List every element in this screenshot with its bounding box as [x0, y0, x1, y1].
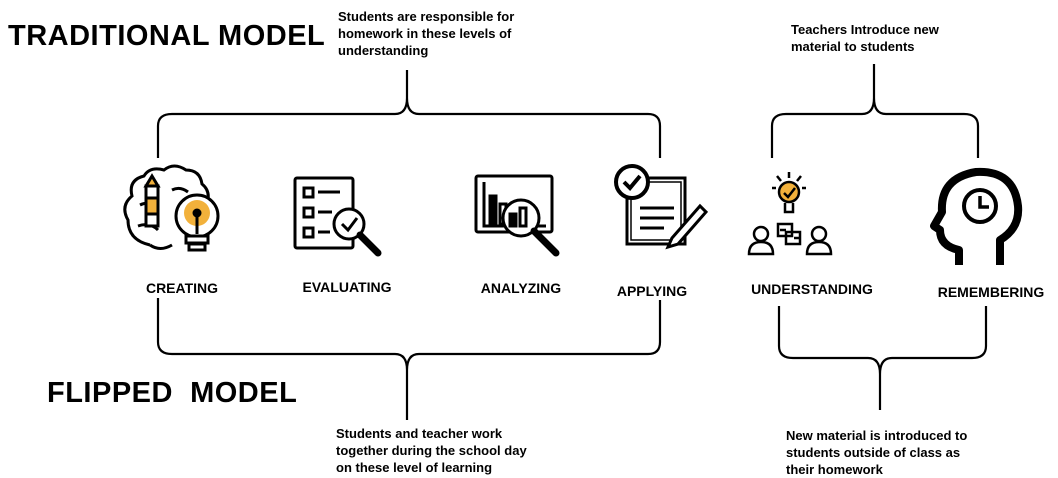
flipped-right-brace — [777, 306, 988, 410]
flipped-outside-note: New material is introduced to students o… — [786, 427, 967, 478]
traditional-right-brace — [770, 64, 980, 158]
note-line: New material is introduced to — [786, 428, 968, 443]
level-creating: CREATING — [145, 280, 219, 296]
note-line: Students are responsible for — [338, 9, 515, 24]
note-line: students outside of class as — [786, 445, 961, 460]
note-line: homework in these levels of — [338, 26, 512, 41]
level-remembering: REMEMBERING — [937, 284, 1045, 300]
note-line: on these level of learning — [336, 460, 493, 475]
note-line: understanding — [338, 43, 429, 58]
flipped-left-brace — [156, 298, 662, 420]
level-understanding: UNDERSTANDING — [751, 281, 873, 297]
note-line: material to students — [791, 39, 915, 54]
level-analyzing: ANALYZING — [480, 280, 562, 296]
traditional-teachers-note: Teachers Introduce new material to stude… — [791, 21, 939, 55]
flipped-model-title: FLIPPED MODEL — [47, 377, 298, 409]
note-line: Students and teacher work — [336, 426, 503, 441]
note-line: Teachers Introduce new — [791, 22, 939, 37]
level-evaluating: EVALUATING — [302, 279, 392, 295]
level-applying: APPLYING — [616, 283, 688, 299]
note-line: together during the school day — [336, 443, 527, 458]
traditional-left-brace — [156, 70, 662, 158]
traditional-students-note: Students are responsible for homework in… — [338, 8, 514, 59]
flipped-together-note: Students and teacher work together durin… — [336, 425, 527, 476]
traditional-model-title: TRADITIONAL MODEL — [8, 20, 326, 52]
note-line: their homework — [786, 462, 883, 477]
